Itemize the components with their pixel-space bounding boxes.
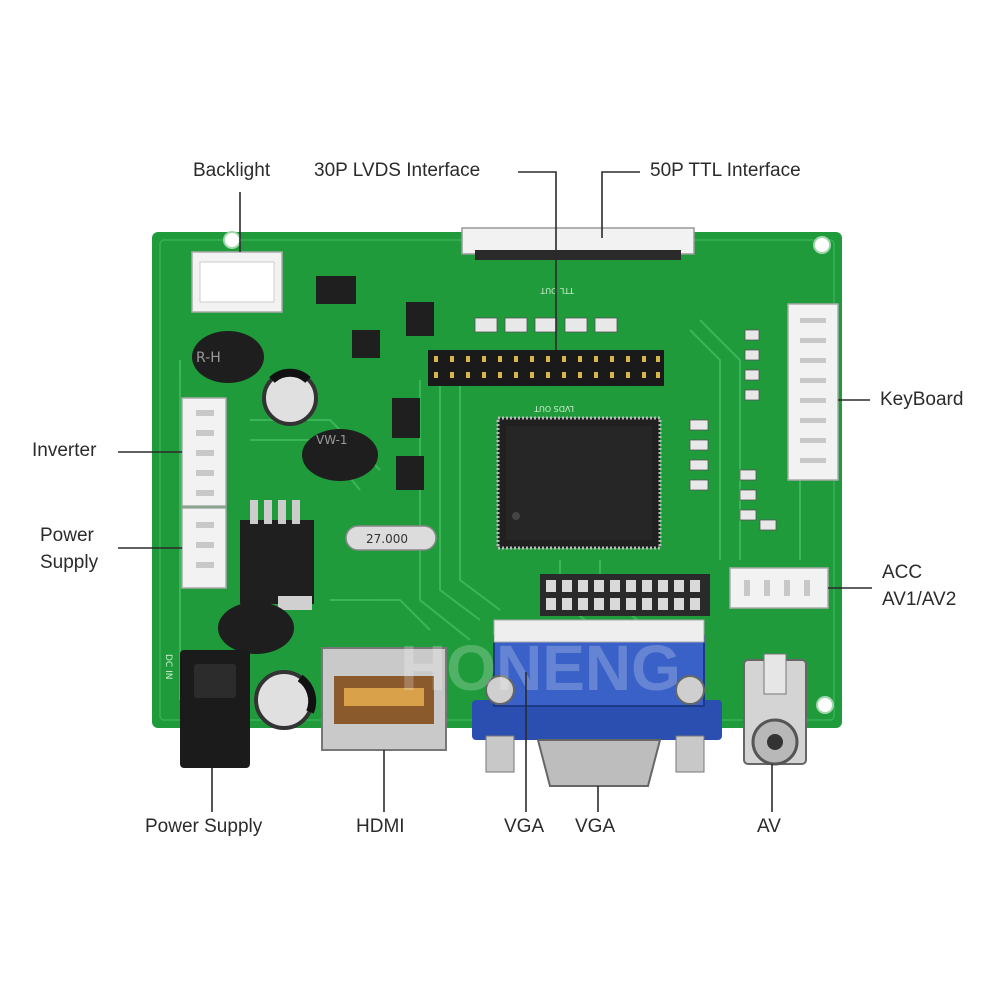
leader-ttl — [601, 171, 640, 238]
lvds-out-marking: LVDS OUT — [534, 404, 574, 413]
leader-lvds — [518, 171, 557, 350]
ic-chip — [392, 398, 420, 438]
lvds-30p-header — [428, 350, 664, 386]
label-ttl-50p: 50P TTL Interface — [650, 160, 801, 181]
pcb-traces — [179, 319, 801, 700]
mount-hole — [223, 231, 241, 249]
label-inverter: Inverter — [32, 440, 97, 461]
label-backlight: Backlight — [193, 160, 271, 181]
label-keyboard: KeyBoard — [880, 389, 964, 410]
crystal-oscillator — [345, 525, 437, 551]
inductor — [218, 602, 294, 654]
label-acc: ACC — [882, 562, 923, 583]
ttl-out-marking: TTL OUT — [540, 286, 575, 295]
watermark: HONENG — [400, 632, 681, 704]
label-vga-2: VGA — [575, 816, 616, 837]
label-power-supply-bottom: Power Supply — [145, 816, 263, 837]
voltage-regulator — [240, 520, 314, 604]
inductor — [192, 331, 264, 383]
ic-chip — [352, 330, 380, 358]
inductor-marking: VW-1 — [316, 433, 348, 447]
inductor — [302, 429, 378, 481]
ic-chip — [316, 276, 356, 304]
keyboard-connector — [787, 303, 839, 481]
label-av: AV — [757, 816, 781, 837]
crystal-marking: 27.000 — [366, 532, 408, 546]
smd-components — [474, 317, 777, 531]
label-lvds-30p: 30P LVDS Interface — [314, 160, 481, 181]
inductor-marking: R-H — [196, 350, 221, 366]
label-av1-av2: AV1/AV2 — [882, 589, 957, 610]
label-power-supply-line2: Supply — [40, 552, 99, 573]
dc-in-marking: DC IN — [163, 654, 173, 679]
label-power-supply-line1: Power — [40, 525, 94, 546]
mount-hole — [813, 236, 831, 254]
leader-lines — [118, 171, 872, 812]
ttl-50p-connector — [461, 227, 695, 255]
ic-chip — [406, 302, 434, 336]
label-hdmi: HDMI — [356, 816, 405, 837]
vga-connector — [472, 700, 722, 740]
capacitor — [262, 370, 318, 426]
ic-chip — [396, 456, 424, 490]
label-vga-1: VGA — [504, 816, 545, 837]
mount-hole — [816, 696, 834, 714]
